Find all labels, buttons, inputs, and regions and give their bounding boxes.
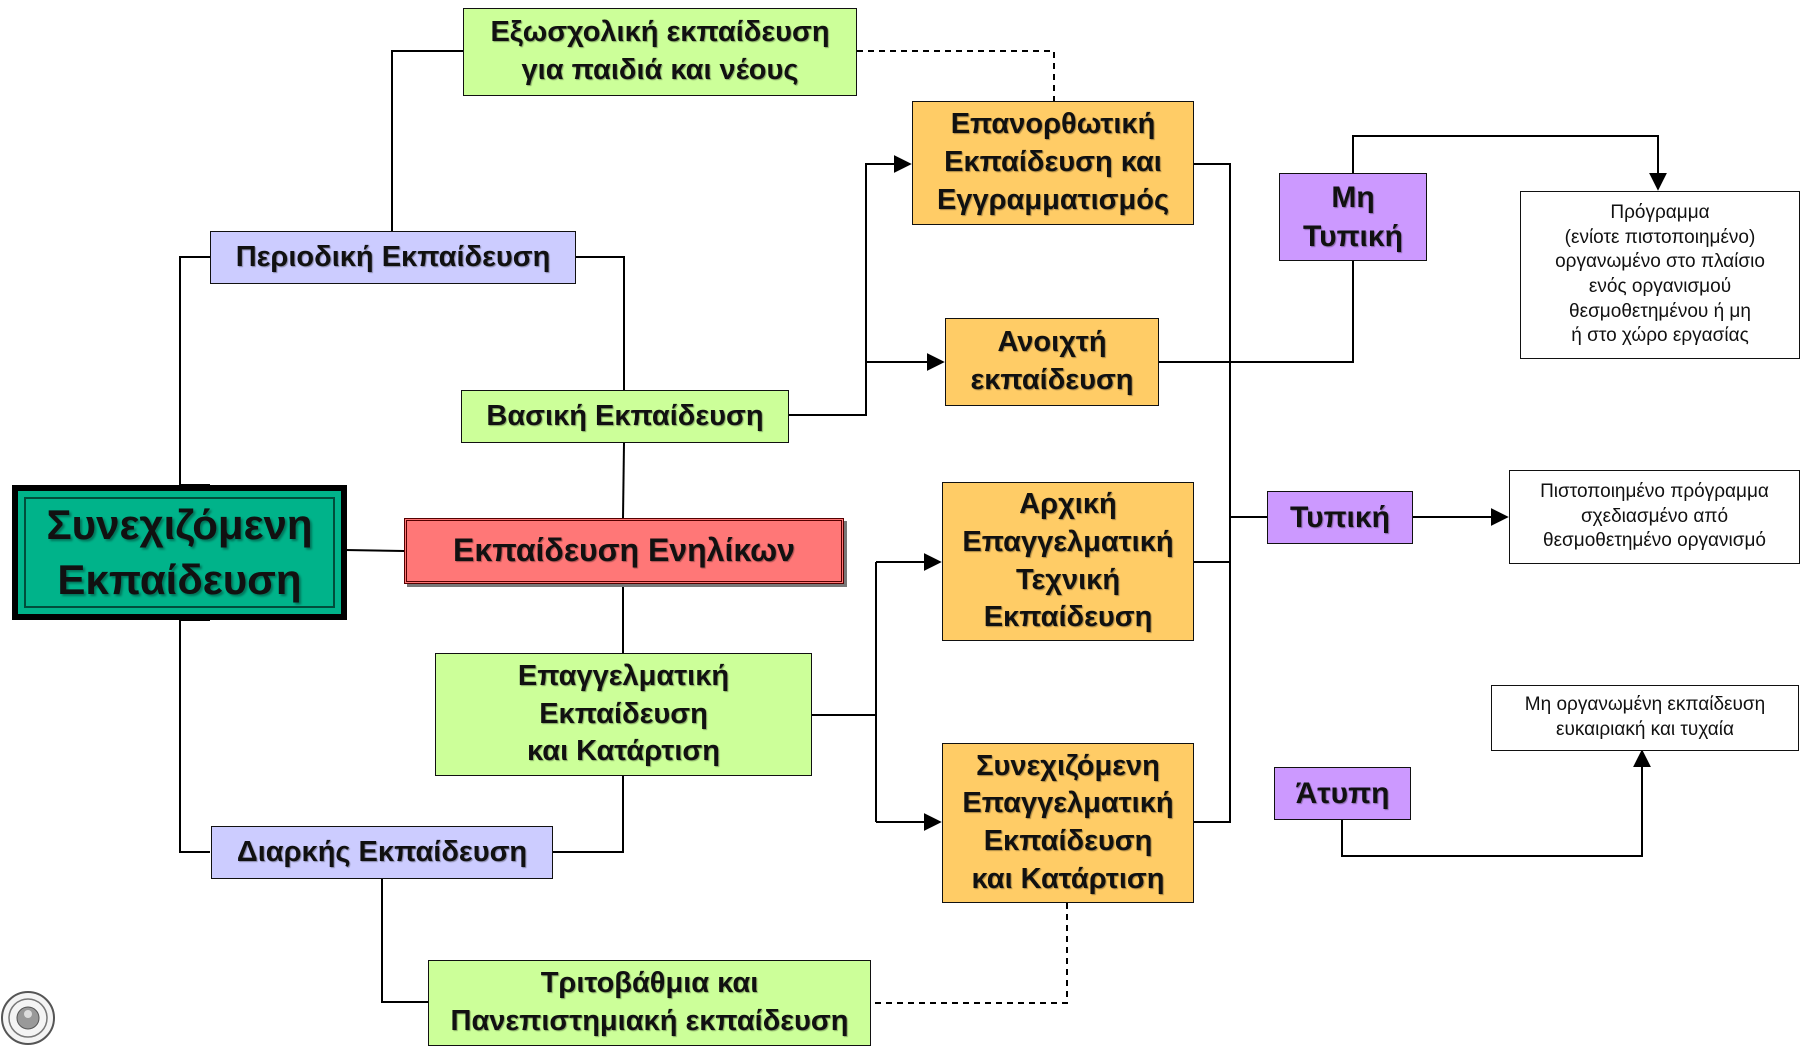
- basic-education-box: Βασική Εκπαίδευση: [461, 390, 789, 443]
- tertiary-education-box: Τριτοβάθμια και Πανεπιστημιακή εκπαίδευσ…: [428, 960, 871, 1046]
- non-formal-description: Πρόγραμμα (ενίοτε πιστοποιημένο) οργανωμ…: [1520, 191, 1800, 359]
- informal-description: Μη οργανωμένη εκπαίδευση ευκαιριακή και …: [1491, 685, 1799, 751]
- adult-education-box: Εκπαίδευση Ενηλίκων: [404, 518, 844, 584]
- periodic-education-box: Περιοδική Εκπαίδευση: [210, 231, 576, 284]
- open-education-box: Ανοιχτή εκπαίδευση: [945, 318, 1159, 406]
- initial-vocational-education-box: Αρχική Επαγγελματική Τεχνική Εκπαίδευση: [942, 482, 1194, 641]
- continuing-vocational-training-box: Συνεχιζόμενη Επαγγελματική Εκπαίδευση κα…: [942, 743, 1194, 903]
- formal-box: Τυπική: [1267, 491, 1413, 544]
- continuing-education-box: Συνεχιζόμενη Εκπαίδευση: [12, 485, 347, 620]
- non-formal-box: Μη Τυπική: [1279, 173, 1427, 261]
- formal-description: Πιστοποιημένο πρόγραμμα σχεδιασμένο από …: [1509, 470, 1800, 564]
- lifelong-education-box: Διαρκής Εκπαίδευση: [211, 826, 553, 879]
- university-seal-icon: [1, 991, 55, 1045]
- informal-box: Άτυπη: [1274, 767, 1411, 820]
- remedial-education-box: Επανορθωτική Εκπαίδευση και Εγγραμματισμ…: [912, 101, 1194, 225]
- extracurricular-education-box: Εξωσχολική εκπαίδευση για παιδιά και νέο…: [463, 8, 857, 96]
- vocational-training-box: Επαγγελματική Εκπαίδευση και Κατάρτιση: [435, 653, 812, 776]
